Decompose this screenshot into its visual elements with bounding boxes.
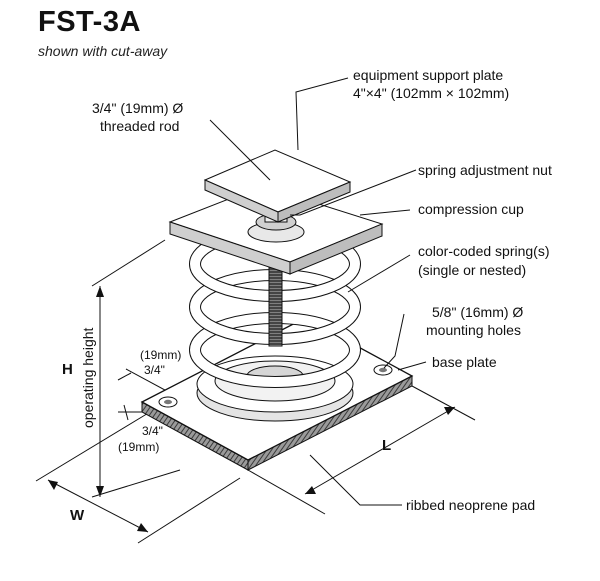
label-spring: color-coded spring(s) xyxy=(418,243,550,259)
offset-bottom-mm: (19mm) xyxy=(118,440,160,454)
dimension-h-text: operating height xyxy=(80,327,96,428)
product-title: FST-3A xyxy=(38,6,141,38)
dimension-w-letter: W xyxy=(70,507,85,524)
label-rod: threaded rod xyxy=(100,118,180,134)
label-hole-size: 5/8" (16mm) Ø xyxy=(432,304,524,320)
offset-bottom-in: 3/4" xyxy=(142,424,163,438)
support-plate xyxy=(203,149,352,223)
lower-housing xyxy=(196,355,354,422)
offset-top-in: 3/4" xyxy=(144,363,165,377)
label-rod-size: 3/4" (19mm) Ø xyxy=(92,100,184,116)
label-compression-cup: compression cup xyxy=(418,201,524,217)
label-spring-type: (single or nested) xyxy=(418,262,527,278)
leader-lines xyxy=(209,77,427,506)
dimension-lines xyxy=(35,239,476,544)
label-mounting-holes: mounting holes xyxy=(426,322,521,338)
dimension-h-letter: H xyxy=(62,361,73,378)
label-neoprene-pad: ribbed neoprene pad xyxy=(406,497,536,513)
subtitle: shown with cut-away xyxy=(38,43,168,59)
dimension-arrowheads xyxy=(48,286,455,532)
label-support-plate: equipment support plate xyxy=(353,67,504,83)
offset-top-mm: (19mm) xyxy=(140,348,182,362)
label-support-plate-size: 4"×4" (102mm × 102mm) xyxy=(353,85,510,101)
label-base-plate: base plate xyxy=(432,354,497,370)
label-adjustment-nut: spring adjustment nut xyxy=(418,162,552,178)
dimension-l-letter: L xyxy=(382,437,392,454)
